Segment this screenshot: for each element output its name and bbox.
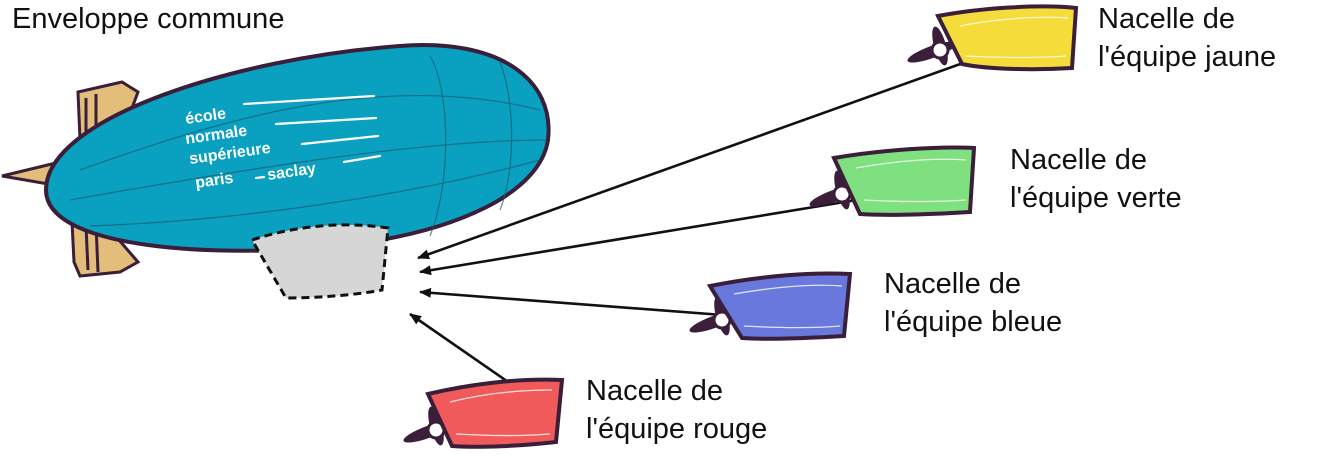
label-verte: Nacelle de l'équipe verte: [1010, 141, 1182, 217]
envelope-body: [43, 43, 551, 253]
propeller-icon: [403, 406, 453, 446]
label-bleue-line2: l'équipe bleue: [884, 306, 1063, 338]
label-verte-line2: l'équipe verte: [1010, 182, 1182, 214]
gondola-verte: [809, 145, 977, 217]
arrow-bleue: [419, 287, 763, 320]
gondola-jaune: [907, 4, 1079, 72]
logo-line-1: école: [184, 105, 227, 128]
label-rouge: Nacelle de l'équipe rouge: [586, 372, 767, 448]
label-bleue-line1: Nacelle de: [884, 268, 1022, 300]
label-rouge-line1: Nacelle de: [586, 375, 724, 407]
propeller-icon: [809, 170, 859, 210]
arrows: [409, 46, 1006, 406]
logo-line-5: saclay: [266, 160, 317, 184]
gondola-bleue: [689, 271, 853, 341]
airship: école normale supérieure paris saclay: [1, 43, 551, 300]
envelope-title: Enveloppe commune: [12, 3, 285, 35]
gondola-rouge: [403, 377, 565, 449]
label-rouge-line2: l'équipe rouge: [586, 413, 768, 445]
label-bleue: Nacelle de l'équipe bleue: [884, 265, 1062, 341]
label-jaune-line1: Nacelle de: [1098, 3, 1236, 35]
label-jaune-line2: l'équipe jaune: [1098, 41, 1277, 73]
arrow-verte: [419, 190, 906, 276]
label-verte-line1: Nacelle de: [1010, 144, 1148, 176]
gondola-body: [831, 145, 977, 217]
logo-line-4: paris: [194, 170, 234, 192]
propeller-icon: [689, 296, 739, 336]
label-jaune: Nacelle de l'équipe jaune: [1098, 0, 1276, 76]
shared-gondola: [249, 223, 390, 300]
gondola-body: [425, 377, 565, 449]
gondola-body: [935, 4, 1079, 72]
propeller-icon: [907, 26, 957, 66]
gondola-body: [706, 271, 853, 341]
arrow-jaune: [417, 46, 1006, 260]
